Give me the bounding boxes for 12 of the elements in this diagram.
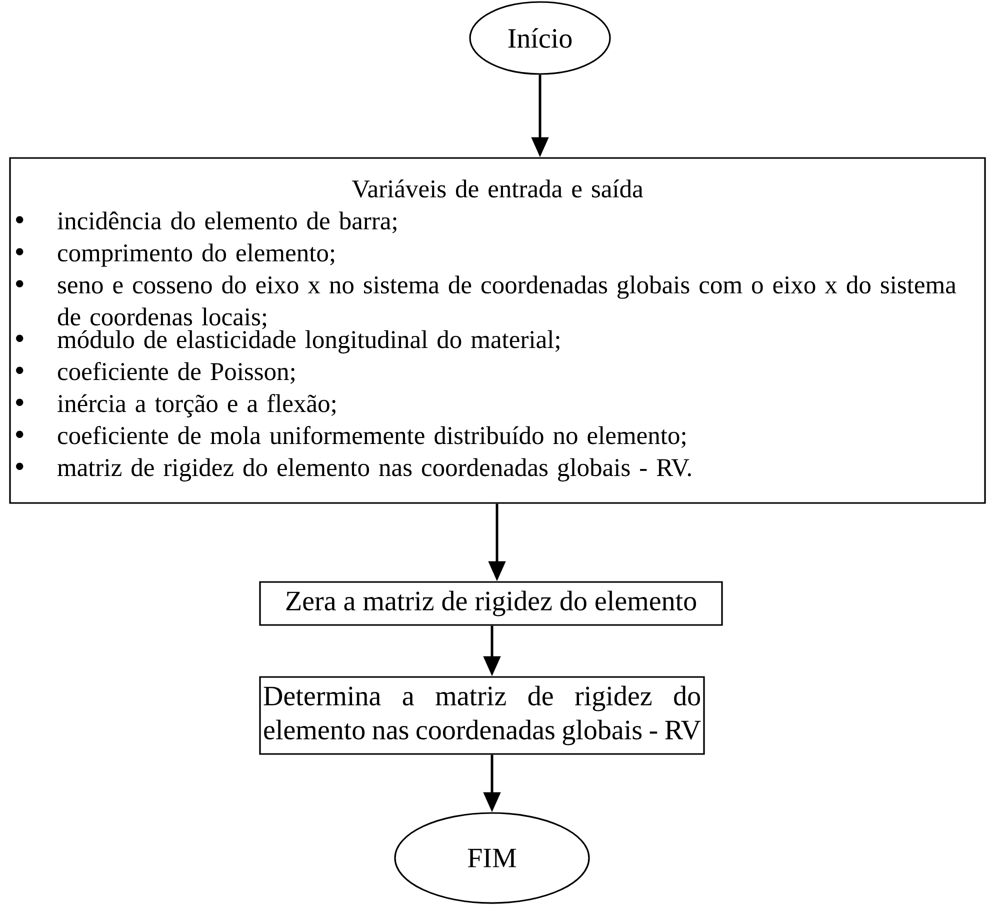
bullet-item: seno e cosseno do eixo x no sistema de coordenadas globais com o eixo x do sistema de coordenas locais; (58, 276, 956, 330)
bullet-item: inércia a torção e a flexão; (58, 394, 336, 418)
bullet-item: coeficiente de Poisson; (58, 362, 294, 384)
bullet-item: módulo de elasticidade longitudinal do material; (58, 330, 560, 354)
heading: Variáveis de entrada e saída (352, 180, 644, 198)
bullet-item: comprimento do elemento; (58, 244, 334, 267)
bullet-item: incidência do elemento de barra; (58, 212, 396, 234)
list-box (9, 157, 986, 504)
process-box: Zera a matriz de rigidez do elemento (259, 581, 723, 626)
bullet-item: coeficiente de mola uniformemente distribuído no elemento; (58, 426, 686, 448)
process-box: Determina a matriz de rigidez do elemento nas coordenadas globais - RV (259, 676, 705, 755)
bullet-item: matriz de rigidez do elemento nas coordenadas globais - RV. (58, 458, 691, 482)
